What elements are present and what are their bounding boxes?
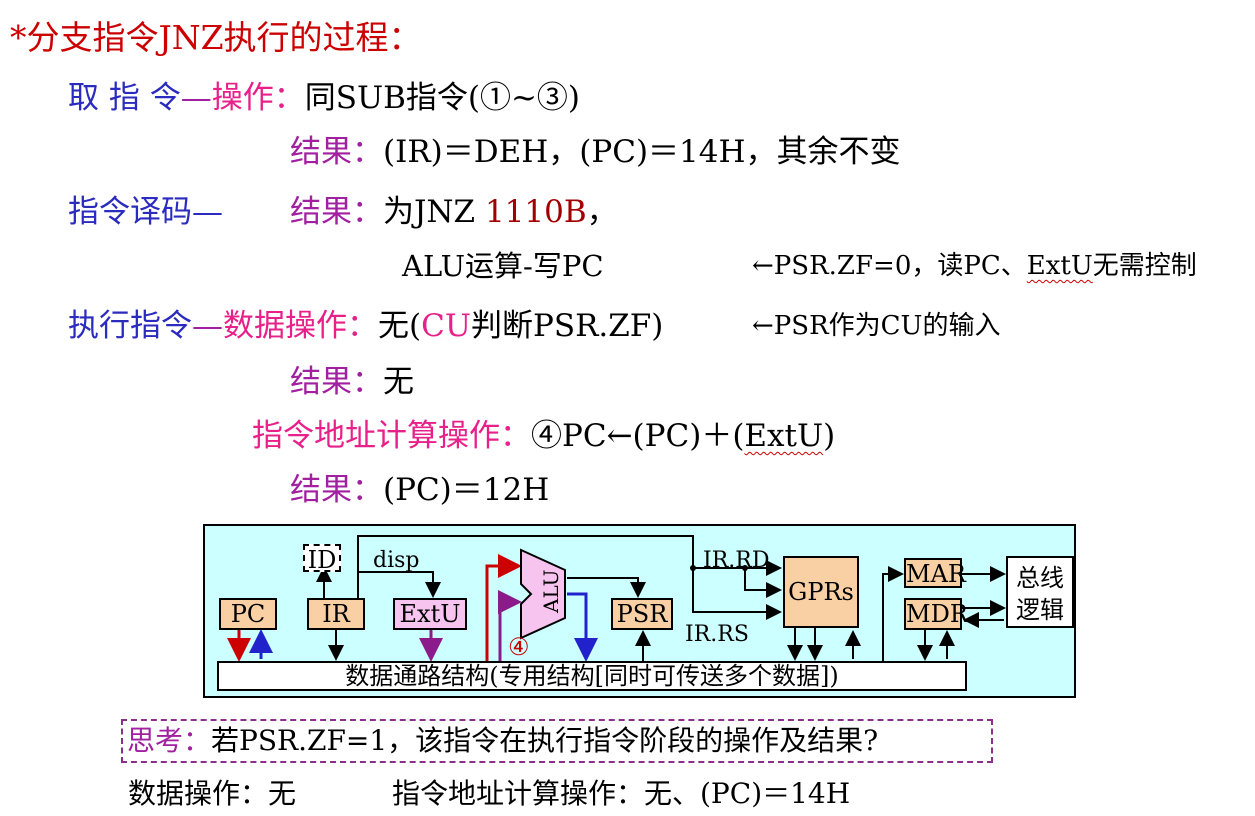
execute-addr-result-text: (PC)＝12H <box>383 472 550 508</box>
execute-stage-label: 执行指令 <box>68 308 192 344</box>
extu-unit: ExtU <box>393 598 467 630</box>
decode-stage-label: 指令译码— <box>68 194 223 230</box>
disp-wire <box>358 571 441 598</box>
fetch-dash: — <box>180 80 212 116</box>
execute-line: 执行指令—数据操作：无(CU判断PSR.ZF) <box>68 306 663 346</box>
alu-out-wire <box>567 592 598 662</box>
think-box: 思考：若PSR.ZF=1，该指令在执行指令阶段的操作及结果? <box>121 719 993 763</box>
alu-in-a-wire <box>485 554 522 664</box>
mar-in-wire <box>882 566 904 664</box>
fetch-op-label: 操作： <box>211 80 305 116</box>
execute-addr-op-label: 指令地址计算操作： <box>252 418 531 454</box>
bus-logic-line-1: 总线 <box>1016 564 1064 592</box>
decode-result-suffix: ， <box>586 194 618 230</box>
fetch-op-text: 同SUB指令(①~③) <box>304 80 581 116</box>
mdr-register: MDR <box>904 598 968 630</box>
think-line: 思考：若PSR.ZF=1，该指令在执行指令阶段的操作及结果? <box>127 721 878 761</box>
execute-data-op-label: 数据操作： <box>223 308 378 344</box>
decode-note-prefix: ←PSR.ZF=0，读PC、 <box>752 251 1027 281</box>
alu-to-psr-wire <box>567 577 646 598</box>
fetch-stage-label: 取 指 令 <box>68 80 181 116</box>
execute-addr-op-extu: ExtU <box>744 418 824 454</box>
execute-addr-line: 指令地址计算操作：④PC←(PC)＋(ExtU) <box>252 416 835 456</box>
ir-rd-wire <box>744 568 782 598</box>
decode-note-extu: ExtU <box>1026 251 1093 281</box>
decode-control-line: ALU运算-写PC <box>402 249 604 283</box>
id-box: ID <box>303 544 341 574</box>
decode-line: 指令译码— <box>68 192 223 232</box>
decode-result-prefix: 为JNZ <box>383 194 485 230</box>
execute-note: ←PSR作为CU的输入 <box>752 311 1001 341</box>
think-label: 思考： <box>127 724 212 757</box>
think-question: 若PSR.ZF=1，该指令在执行指令阶段的操作及结果? <box>211 724 879 757</box>
execute-result-line: 结果：无 <box>290 362 414 402</box>
decode-note: ←PSR.ZF=0，读PC、ExtU无需控制 <box>752 246 1197 286</box>
execute-data-op-cu: CU <box>421 308 471 344</box>
datapath-diagram: ID disp PC IR ExtU ALU ④ PSR IR.RD IR.RS… <box>203 524 1076 698</box>
disp-label: disp <box>373 548 420 573</box>
decode-note-suffix: 无需控制 <box>1092 251 1197 281</box>
answer-data-op: 数据操作：无 <box>128 777 297 810</box>
ir-register: IR <box>307 598 365 630</box>
alu-label: ALU <box>539 569 563 614</box>
execute-data-op-suffix: 判断PSR.ZF) <box>470 308 664 344</box>
execute-addr-op-suffix: ) <box>823 418 836 454</box>
execute-result-text: 无 <box>383 364 414 400</box>
bus-logic-box: 总线 逻辑 <box>1006 556 1074 628</box>
ir-rs-wire <box>692 568 782 620</box>
fetch-line: 取 指 令—操作：同SUB指令(①~③) <box>68 78 580 118</box>
execute-dash: — <box>192 308 223 344</box>
ir-rd-label: IR.RD <box>703 548 770 573</box>
execute-addr-op-prefix: ④PC←(PC)＋( <box>531 418 745 454</box>
decode-result-line: 结果：为JNZ 1110B， <box>290 192 618 232</box>
answer-addr-op: 指令地址计算操作：无、(PC)＝14H <box>392 777 851 810</box>
mar-register: MAR <box>904 558 966 588</box>
execute-addr-result-label: 结果： <box>290 472 383 508</box>
step-four-marker: ④ <box>508 633 530 661</box>
psr-register: PSR <box>611 598 673 630</box>
fetch-result-label: 结果： <box>290 134 383 170</box>
execute-data-op-prefix: 无( <box>378 308 422 344</box>
fetch-result-text: (IR)＝DEH，(PC)＝14H，其余不变 <box>383 134 901 170</box>
page-title: *分支指令JNZ执行的过程： <box>10 18 422 57</box>
datapath-bus: 数据通路结构(专用结构[同时可传送多个数据]) <box>217 661 967 691</box>
diagram-wires <box>227 535 1006 664</box>
alu-shape <box>520 548 566 640</box>
alu-in-b-wire <box>498 590 522 664</box>
decode-result-label: 结果： <box>290 194 383 230</box>
bus-logic-line-2: 逻辑 <box>1016 596 1064 624</box>
gprs-register-file: GPRs <box>783 556 859 628</box>
execute-result-label: 结果： <box>290 364 383 400</box>
ir-to-gprs-wire <box>357 535 782 598</box>
pc-register: PC <box>219 598 277 630</box>
decode-opcode: 1110B <box>484 194 587 230</box>
ir-rs-label: IR.RS <box>685 622 749 647</box>
fetch-result-line: 结果：(IR)＝DEH，(PC)＝14H，其余不变 <box>290 132 901 172</box>
execute-addr-result-line: 结果：(PC)＝12H <box>290 470 549 510</box>
